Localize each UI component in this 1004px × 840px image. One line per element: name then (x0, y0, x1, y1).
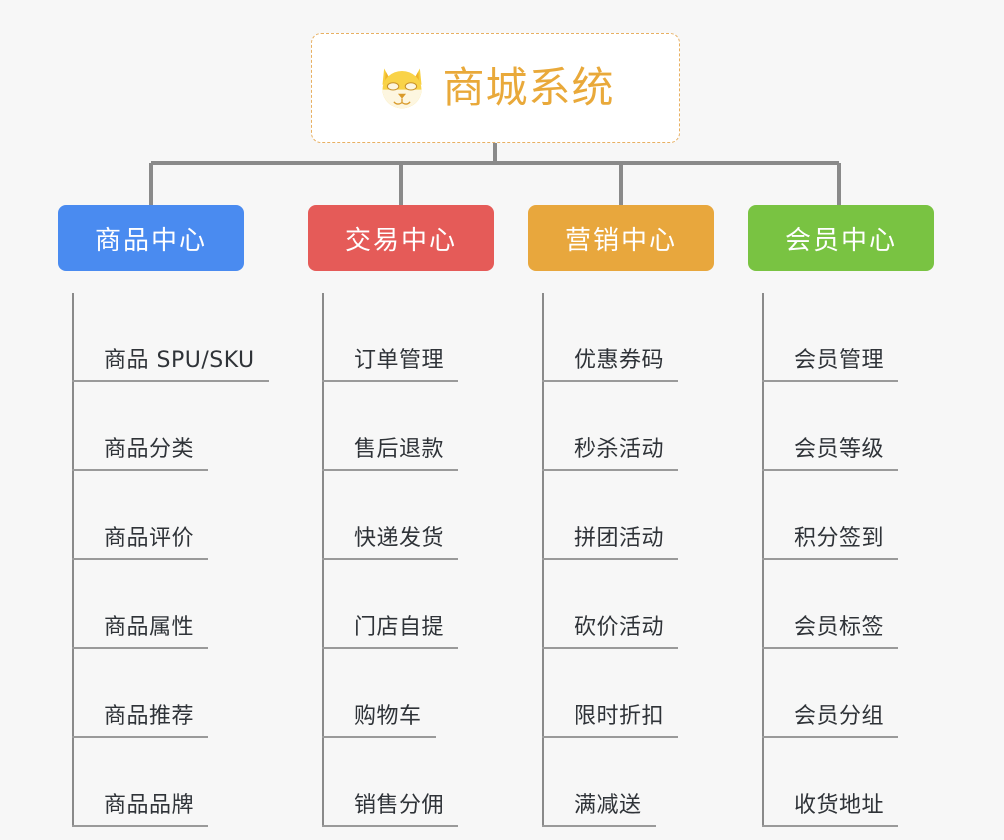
leaf-label: 商品评价 (104, 526, 195, 551)
leaf-item[interactable]: 销售分佣 (322, 738, 528, 827)
leaf-item[interactable]: 门店自提 (322, 560, 528, 649)
leaf-spine (762, 293, 764, 827)
leaf-label: 订单管理 (354, 348, 445, 373)
leaf-label: 商品分类 (104, 437, 195, 462)
category-label: 交易中心 (344, 225, 457, 256)
category-columns: 商品中心 商品 SPU/SKU 商品分类 商品评价 商品属性 (0, 205, 1004, 840)
leaf-list-product-center: 商品 SPU/SKU 商品分类 商品评价 商品属性 商品推荐 (72, 293, 278, 827)
category-column-trade-center: 交易中心 订单管理 售后退款 快递发货 门店自提 (308, 205, 528, 827)
leaf-underline (322, 647, 458, 649)
leaf-item[interactable]: 快递发货 (322, 471, 528, 560)
leaf-item[interactable]: 商品品牌 (72, 738, 278, 827)
leaf-underline (322, 380, 458, 382)
leaf-underline (72, 380, 269, 382)
leaf-item[interactable]: 秒杀活动 (542, 382, 748, 471)
leaf-item[interactable]: 商品评价 (72, 471, 278, 560)
leaf-underline (542, 825, 656, 827)
leaf-label: 积分签到 (794, 526, 885, 551)
leaf-item[interactable]: 限时折扣 (542, 649, 748, 738)
leaf-label: 商品推荐 (104, 704, 195, 729)
leaf-underline (72, 647, 208, 649)
leaf-item[interactable]: 砍价活动 (542, 560, 748, 649)
leaf-underline (542, 558, 678, 560)
leaf-underline (72, 825, 208, 827)
leaf-underline (72, 736, 208, 738)
leaf-label: 砍价活动 (574, 615, 665, 640)
category-label: 商品中心 (94, 225, 207, 256)
leaf-item[interactable]: 积分签到 (762, 471, 968, 560)
leaf-underline (762, 380, 898, 382)
leaf-label: 售后退款 (354, 437, 445, 462)
leaf-underline (72, 469, 208, 471)
leaf-label: 会员标签 (794, 615, 885, 640)
leaf-label: 销售分佣 (354, 793, 445, 818)
leaf-underline (762, 736, 898, 738)
leaf-underline (542, 736, 678, 738)
leaf-item[interactable]: 会员标签 (762, 560, 968, 649)
leaf-label: 商品品牌 (104, 793, 195, 818)
leaf-underline (322, 558, 458, 560)
leaf-item[interactable]: 商品 SPU/SKU (72, 293, 278, 382)
category-label: 营销中心 (564, 225, 677, 256)
leaf-label: 会员分组 (794, 704, 885, 729)
leaf-label: 收货地址 (794, 793, 885, 818)
leaf-label: 限时折扣 (574, 704, 665, 729)
leaf-underline (762, 469, 898, 471)
category-column-member-center: 会员中心 会员管理 会员等级 积分签到 会员标签 (748, 205, 968, 827)
leaf-underline (542, 380, 678, 382)
root-title: 商城系统 (442, 63, 615, 112)
leaf-item[interactable]: 优惠券码 (542, 293, 748, 382)
leaf-item[interactable]: 商品推荐 (72, 649, 278, 738)
leaf-item[interactable]: 会员分组 (762, 649, 968, 738)
category-box-product-center[interactable]: 商品中心 (58, 205, 244, 271)
leaf-underline (762, 647, 898, 649)
leaf-label: 会员管理 (794, 348, 885, 373)
leaf-label: 会员等级 (794, 437, 885, 462)
leaf-underline (322, 469, 458, 471)
leaf-list-marketing-center: 优惠券码 秒杀活动 拼团活动 砍价活动 限时折扣 (542, 293, 748, 827)
category-column-product-center: 商品中心 商品 SPU/SKU 商品分类 商品评价 商品属性 (58, 205, 278, 827)
leaf-list-trade-center: 订单管理 售后退款 快递发货 门店自提 购物车 (322, 293, 528, 827)
leaf-underline (72, 558, 208, 560)
leaf-spine (72, 293, 74, 827)
leaf-label: 秒杀活动 (574, 437, 665, 462)
leaf-item[interactable]: 会员管理 (762, 293, 968, 382)
leaf-spine (322, 293, 324, 827)
category-box-member-center[interactable]: 会员中心 (748, 205, 934, 271)
leaf-label: 商品属性 (104, 615, 195, 640)
leaf-underline (762, 825, 898, 827)
leaf-label: 优惠券码 (574, 348, 665, 373)
category-column-marketing-center: 营销中心 优惠券码 秒杀活动 拼团活动 砍价活动 (528, 205, 748, 827)
root-node[interactable]: 商城系统 (311, 33, 680, 143)
leaf-item[interactable]: 拼团活动 (542, 471, 748, 560)
leaf-underline (542, 647, 678, 649)
leaf-spine (542, 293, 544, 827)
leaf-item[interactable]: 购物车 (322, 649, 528, 738)
category-label: 会员中心 (784, 225, 897, 256)
leaf-item[interactable]: 订单管理 (322, 293, 528, 382)
leaf-label: 购物车 (354, 704, 422, 729)
leaf-label: 门店自提 (354, 615, 445, 640)
category-box-marketing-center[interactable]: 营销中心 (528, 205, 714, 271)
leaf-list-member-center: 会员管理 会员等级 积分签到 会员标签 会员分组 (762, 293, 968, 827)
leaf-underline (322, 825, 458, 827)
shiba-dog-icon (382, 68, 422, 109)
leaf-item[interactable]: 商品分类 (72, 382, 278, 471)
leaf-label: 拼团活动 (574, 526, 665, 551)
leaf-item[interactable]: 满减送 (542, 738, 748, 827)
leaf-label: 满减送 (574, 793, 642, 818)
leaf-underline (762, 558, 898, 560)
leaf-underline (542, 469, 678, 471)
leaf-underline (322, 736, 436, 738)
category-box-trade-center[interactable]: 交易中心 (308, 205, 494, 271)
leaf-item[interactable]: 售后退款 (322, 382, 528, 471)
leaf-label: 快递发货 (354, 526, 445, 551)
leaf-label: 商品 SPU/SKU (104, 348, 255, 373)
leaf-item[interactable]: 商品属性 (72, 560, 278, 649)
leaf-item[interactable]: 收货地址 (762, 738, 968, 827)
leaf-item[interactable]: 会员等级 (762, 382, 968, 471)
